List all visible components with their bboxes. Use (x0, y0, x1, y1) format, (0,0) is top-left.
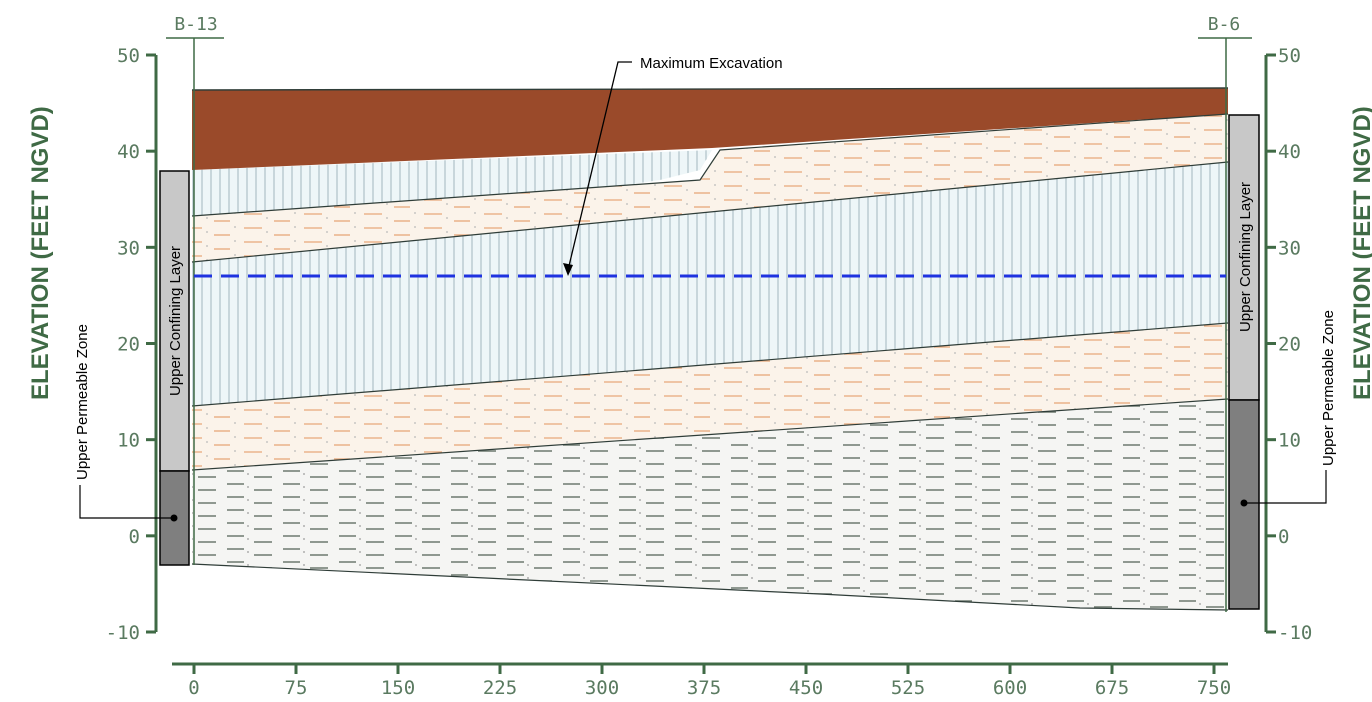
excavation-annotation: Maximum Excavation (563, 55, 783, 276)
borehole-left-label: B-13 (174, 14, 217, 35)
lower-clay-layer (192, 162, 1228, 406)
right-elevation-axis: 50 40 30 20 10 0 -10 (1264, 45, 1312, 644)
right-zone-column: Upper Confining Layer Upper Permeable Zo… (1228, 114, 1337, 610)
left-elevation-axis: 50 40 30 20 10 0 -10 (106, 45, 158, 644)
right-upper-permeable-label: Upper Permeable Zone (1320, 310, 1337, 466)
distance-axis: 0 75 150 225 300 375 450 525 600 675 750 (172, 662, 1231, 699)
left-upper-permeable-label: Upper Permeable Zone (74, 324, 91, 480)
x-tick-label: 300 (585, 677, 619, 699)
x-tick-label: 675 (1095, 677, 1129, 699)
x-tick-label: 750 (1197, 677, 1231, 699)
x-tick-label: 600 (993, 677, 1027, 699)
arrowhead (563, 263, 573, 276)
left-tick-label: -10 (106, 622, 140, 644)
left-tick-label: 20 (117, 334, 140, 356)
right-upper-confining-label: Upper Confining Layer (1237, 182, 1254, 332)
strata (191, 87, 1229, 611)
left-tick-label: 50 (117, 45, 140, 67)
topsoil-layer (192, 88, 1228, 170)
maximum-excavation-label: Maximum Excavation (640, 55, 783, 72)
x-tick-label: 225 (483, 677, 517, 699)
left-tick-label: 0 (129, 526, 140, 548)
lower-sand-layer (192, 323, 1228, 470)
x-tick-label: 0 (188, 677, 199, 699)
left-upper-confining-box (159, 170, 190, 472)
upper-sand-layer (192, 114, 1228, 262)
right-tick-label: 0 (1278, 526, 1289, 548)
x-tick-label: 375 (687, 677, 721, 699)
silt-layer (192, 399, 1228, 610)
right-tick-label: 40 (1278, 141, 1301, 163)
right-tick-label: 30 (1278, 237, 1301, 259)
right-tick-label: 20 (1278, 334, 1301, 356)
x-tick-label: 150 (381, 677, 415, 699)
left-tick-label: 40 (117, 141, 140, 163)
left-axis-title: ELEVATION (FEET NGVD) (27, 106, 54, 400)
upper-clay-layer (192, 150, 712, 216)
borehole-right-label: B-6 (1208, 14, 1241, 35)
right-axis-title: ELEVATION (FEET NGVD) (1349, 106, 1372, 400)
right-upper-confining-box (1228, 114, 1260, 401)
x-tick-label: 525 (891, 677, 925, 699)
left-tick-label: 10 (117, 430, 140, 452)
right-tick-label: -10 (1278, 622, 1312, 644)
x-tick-label: 450 (789, 677, 823, 699)
left-zone-column: Upper Confining Layer Upper Permeable Zo… (74, 170, 190, 566)
left-upper-confining-label: Upper Confining Layer (167, 246, 184, 396)
x-tick-label: 75 (285, 677, 308, 699)
left-tick-label: 30 (117, 237, 140, 259)
right-tick-label: 50 (1278, 45, 1301, 67)
right-tick-label: 10 (1278, 430, 1301, 452)
